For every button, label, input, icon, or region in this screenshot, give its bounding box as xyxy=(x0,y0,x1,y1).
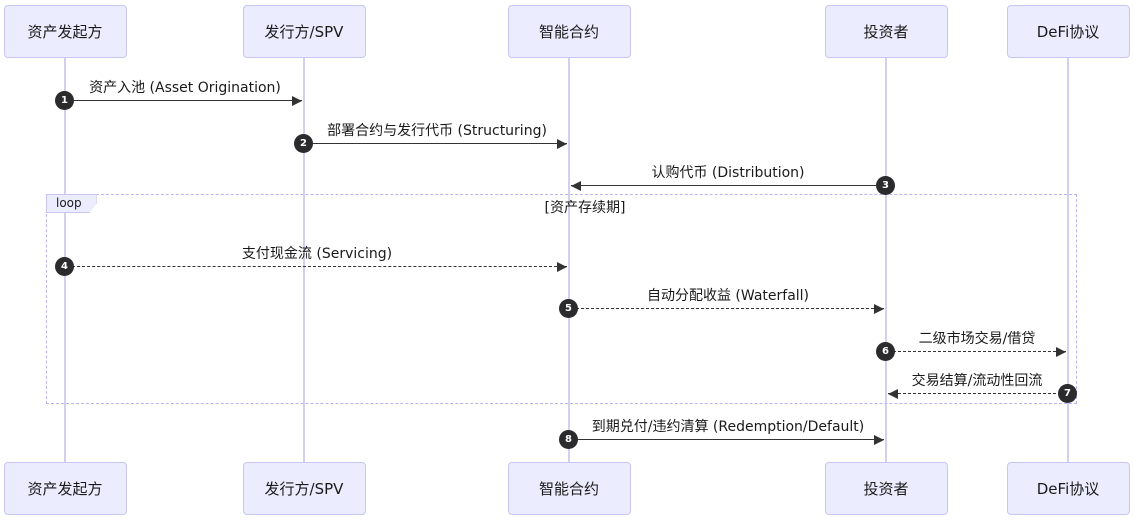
message-label-1: 资产入池 (Asset Origination) xyxy=(89,80,281,96)
message-arrowhead-3 xyxy=(571,181,581,191)
message-arrowhead-5 xyxy=(874,304,884,314)
actor-box-bottom-2: 智能合约 xyxy=(507,462,631,515)
sequence-number-badge-3: 3 xyxy=(876,176,895,195)
message-line-8 xyxy=(571,439,884,440)
lifeline-3 xyxy=(885,58,887,462)
message-line-6 xyxy=(888,351,1066,352)
message-label-2: 部署合约与发行代币 (Structuring) xyxy=(327,123,547,139)
message-line-7 xyxy=(888,393,1066,394)
message-arrowhead-4 xyxy=(557,262,567,272)
message-arrowhead-6 xyxy=(1056,347,1066,357)
message-label-3: 认购代币 (Distribution) xyxy=(651,165,805,181)
sequence-number-badge-2: 2 xyxy=(294,134,313,153)
loop-fragment-condition: [资产存续期] xyxy=(544,200,626,216)
message-line-5 xyxy=(571,308,884,309)
sequence-number-badge-4: 4 xyxy=(55,257,74,276)
message-arrowhead-7 xyxy=(888,389,898,399)
sequence-number-badge-7: 7 xyxy=(1058,384,1077,403)
lifeline-1 xyxy=(303,58,305,462)
actor-box-top-4: DeFi协议 xyxy=(1006,5,1130,58)
loop-fragment-label: loop xyxy=(46,194,97,213)
sequence-number-badge-8: 8 xyxy=(559,430,578,449)
actor-box-top-0: 资产发起方 xyxy=(3,5,127,58)
message-label-4: 支付现金流 (Servicing) xyxy=(241,246,393,262)
actor-box-top-2: 智能合约 xyxy=(507,5,631,58)
actor-box-bottom-3: 投资者 xyxy=(824,462,948,515)
actor-box-bottom-0: 资产发起方 xyxy=(3,462,127,515)
message-arrowhead-8 xyxy=(874,435,884,445)
actor-box-top-3: 投资者 xyxy=(824,5,948,58)
message-label-6: 二级市场交易/借贷 xyxy=(918,331,1036,347)
sequence-number-badge-5: 5 xyxy=(559,299,578,318)
lifeline-2 xyxy=(568,58,570,462)
message-line-2 xyxy=(306,143,567,144)
message-line-4 xyxy=(67,266,567,267)
message-label-8: 到期兑付/违约清算 (Redemption/Default) xyxy=(591,419,865,435)
message-line-3 xyxy=(571,185,884,186)
loop-fragment-box xyxy=(46,194,1077,404)
message-label-7: 交易结算/流动性回流 xyxy=(911,373,1043,389)
lifeline-4 xyxy=(1067,58,1069,462)
message-arrowhead-1 xyxy=(292,96,302,106)
actor-box-bottom-4: DeFi协议 xyxy=(1006,462,1130,515)
actor-box-bottom-1: 发行方/SPV xyxy=(242,462,366,515)
sequence-number-badge-1: 1 xyxy=(55,91,74,110)
actor-box-top-1: 发行方/SPV xyxy=(242,5,366,58)
sequence-number-badge-6: 6 xyxy=(876,342,895,361)
message-arrowhead-2 xyxy=(557,139,567,149)
message-line-1 xyxy=(67,100,302,101)
message-label-5: 自动分配收益 (Waterfall) xyxy=(646,288,810,304)
